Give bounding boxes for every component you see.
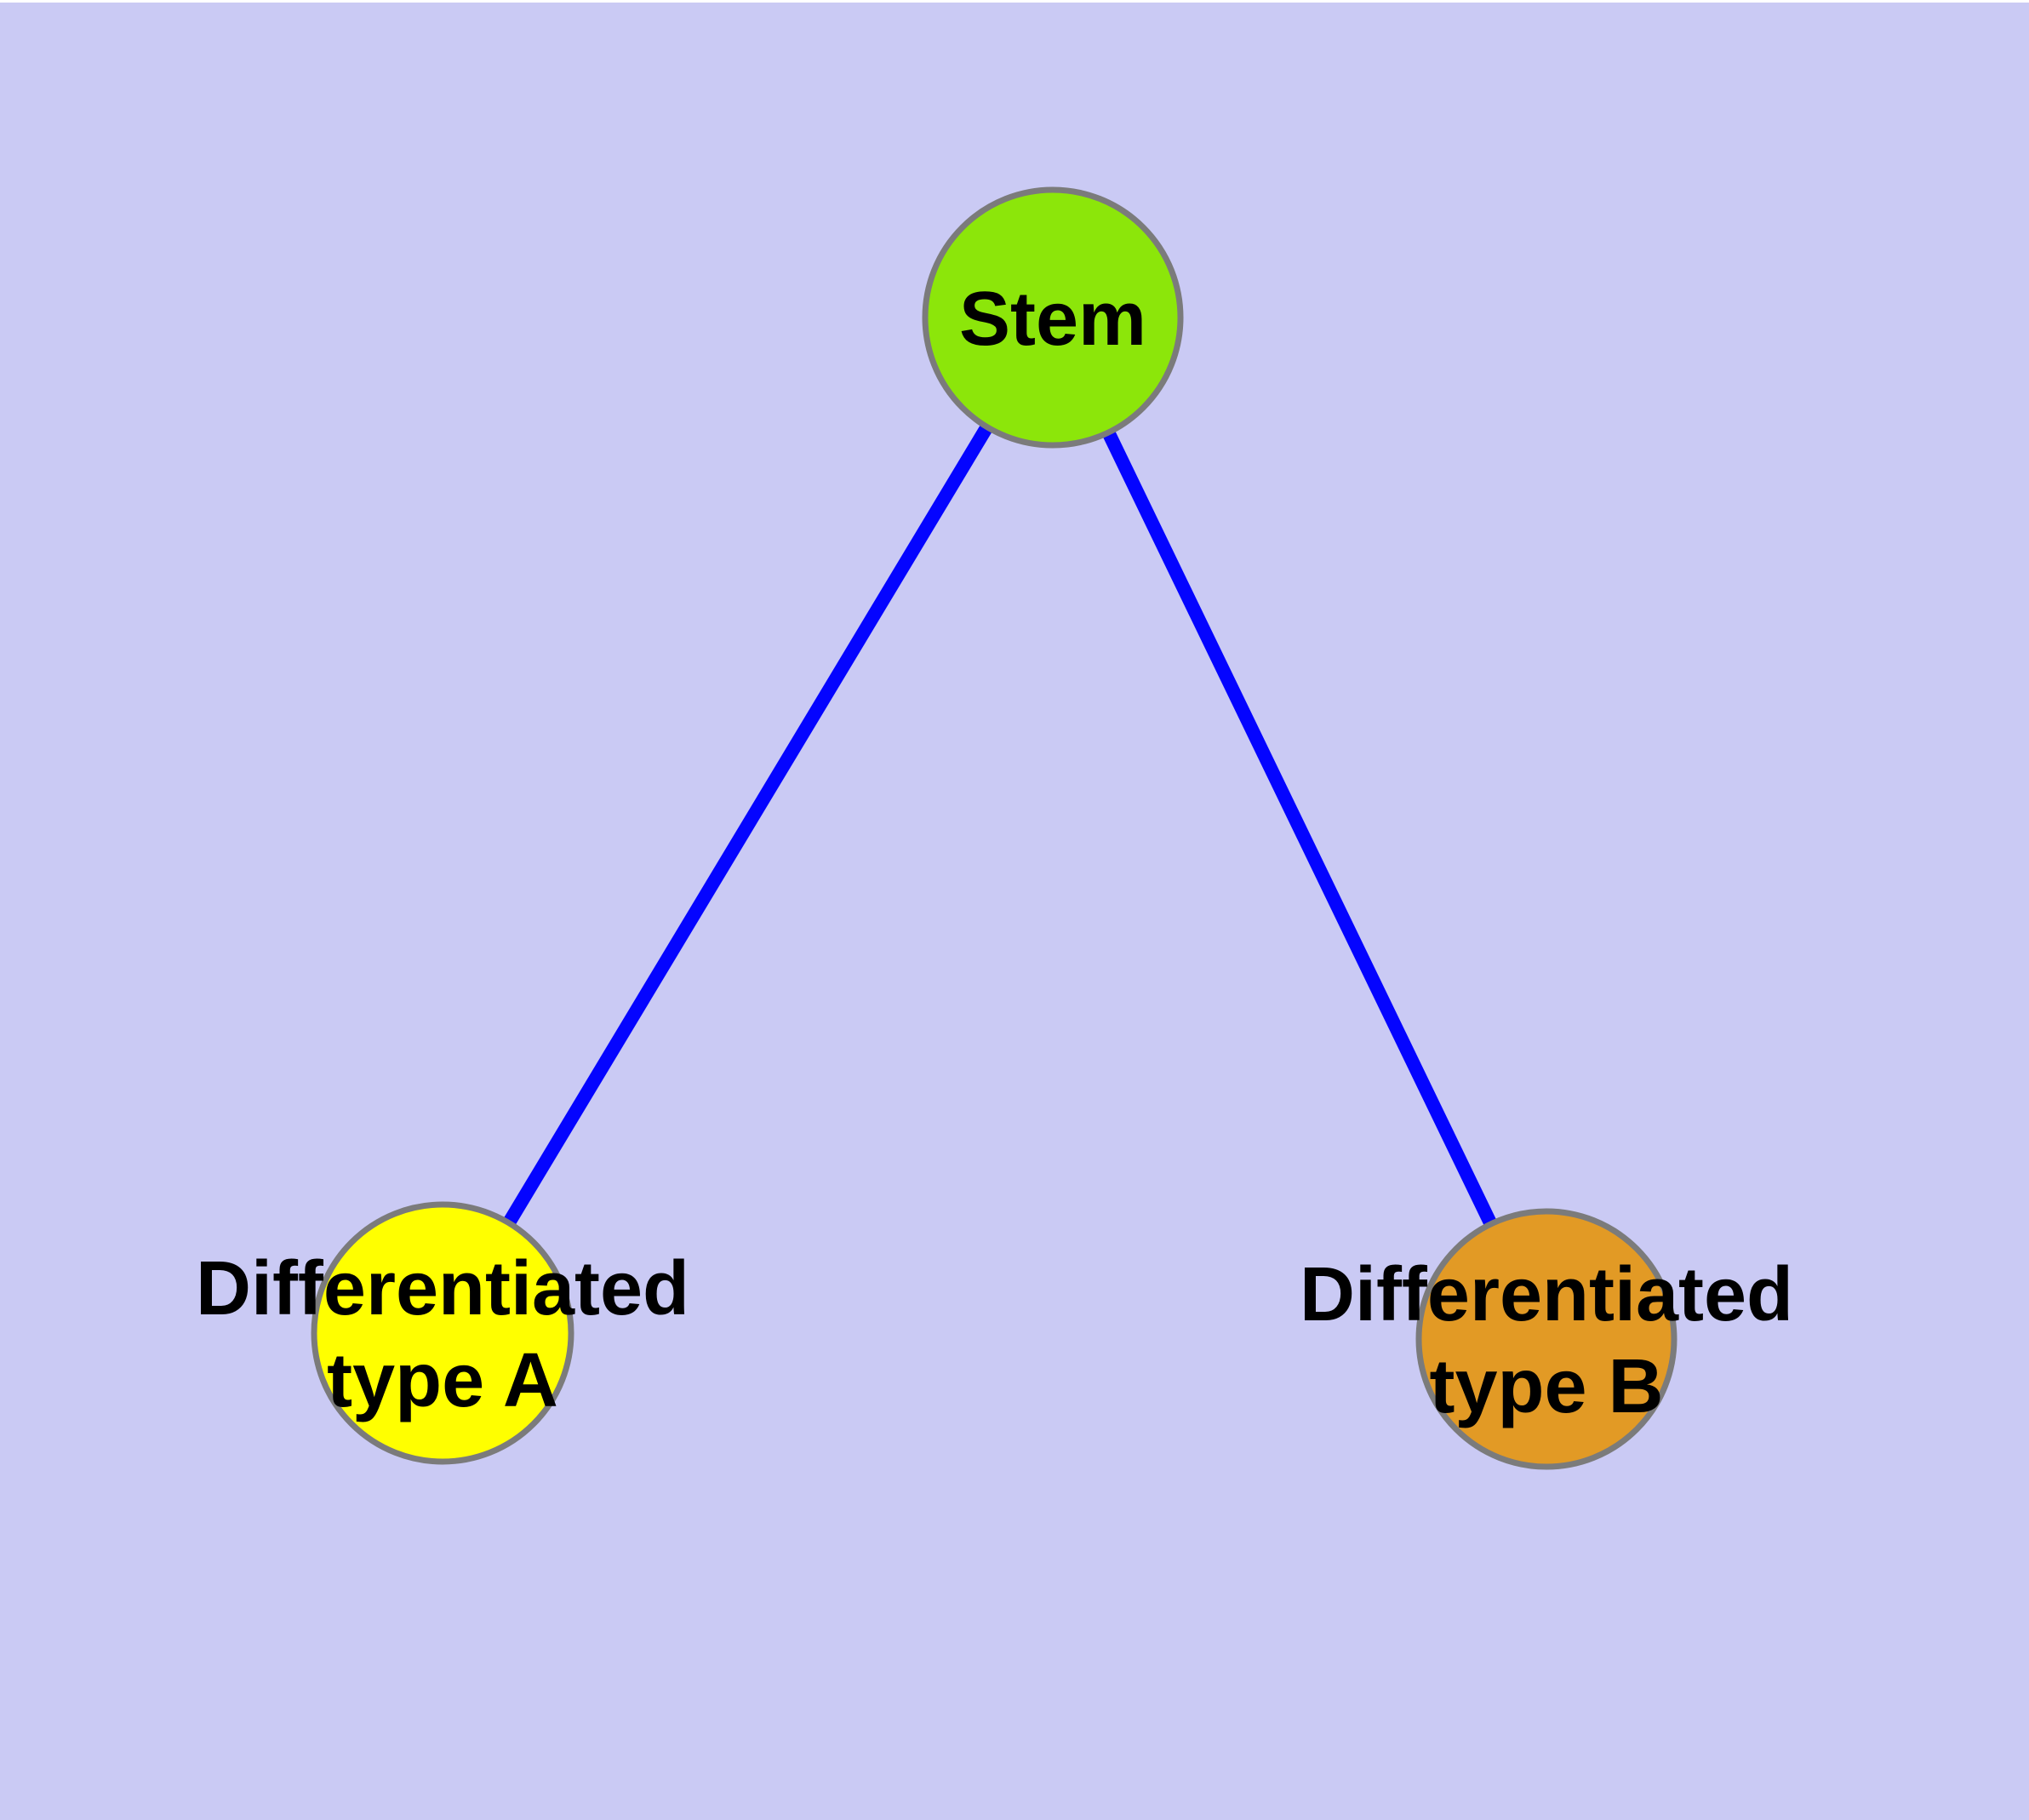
node-differentiated-type-b (1415, 1208, 1677, 1470)
node-stem (922, 186, 1184, 449)
node-label-line: Differentiated (1300, 1252, 1793, 1337)
edge-stem-to-differentiated-type-a (437, 313, 1059, 1337)
top-edge-strip (0, 0, 2029, 3)
node-label-stem: Stem (959, 277, 1146, 362)
node-label-line: Stem (959, 277, 1146, 362)
node-label-line: type A (327, 1338, 558, 1423)
nodes-layer (311, 186, 1677, 1470)
node-label-line: Differentiated (196, 1246, 689, 1331)
edge-stem-to-differentiated-type-b (1046, 314, 1553, 1342)
node-label-line: type B (1429, 1344, 1663, 1429)
edges-layer (437, 313, 1553, 1342)
node-differentiated-type-a (311, 1201, 574, 1465)
